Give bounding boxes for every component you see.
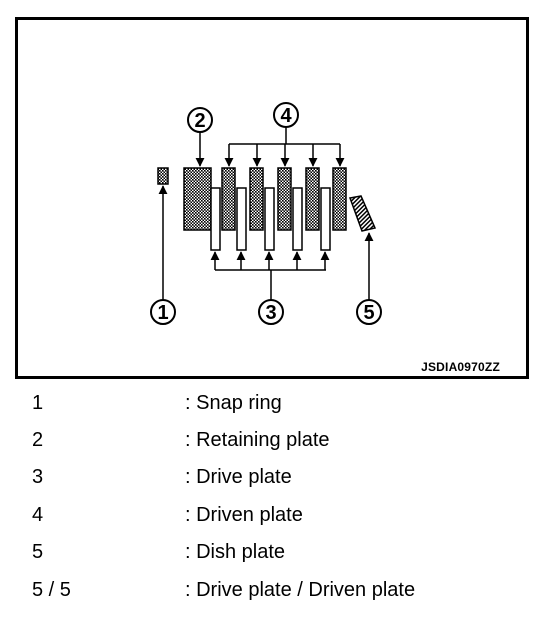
callout-5: 5 <box>356 299 382 325</box>
driven-plate <box>332 167 347 231</box>
callout-4: 4 <box>273 102 299 128</box>
dish-plate <box>348 195 377 232</box>
drive-plate <box>292 187 303 251</box>
svg-text:4: 4 <box>280 105 292 127</box>
legend-row: 3 : Drive plate <box>0 464 560 490</box>
legend-row: 5 : Dish plate <box>0 539 560 565</box>
svg-text:1: 1 <box>157 302 168 324</box>
legend-number: 3 <box>32 466 44 488</box>
retaining-plate <box>183 167 212 231</box>
clutch-pack-diagram: 1 2 3 4 5 <box>150 102 382 325</box>
svg-text:3: 3 <box>265 302 276 324</box>
legend-number: 5 <box>32 541 44 563</box>
legend-number: 1 <box>32 392 44 414</box>
legend-row: 5 / 5 : Drive plate / Driven plate <box>0 577 560 603</box>
drive-plate <box>210 187 221 251</box>
figure-frame: 1 2 3 4 5 JSDIA0970ZZ <box>15 17 529 379</box>
driven-plate <box>249 167 264 231</box>
drive-plate <box>320 187 331 251</box>
callout-1: 1 <box>150 299 176 325</box>
callout-3: 3 <box>258 299 284 325</box>
legend-number: 5 / 5 <box>32 579 71 601</box>
drive-plate <box>264 187 275 251</box>
figure-id: JSDIA0970ZZ <box>421 360 500 374</box>
legend-row: 4 : Driven plate <box>0 502 560 528</box>
driven-plate <box>221 167 236 231</box>
legend-number: 4 <box>32 504 44 526</box>
legend-description: : Driven plate <box>185 504 303 526</box>
driven-plate <box>277 167 292 231</box>
driven-plate <box>305 167 320 231</box>
legend-description: : Dish plate <box>185 541 286 563</box>
legend-description: : Drive plate <box>185 466 292 488</box>
callout-2: 2 <box>187 107 213 133</box>
drive-plate <box>236 187 247 251</box>
svg-text:5: 5 <box>363 302 374 324</box>
legend-row: 2 : Retaining plate <box>0 427 560 453</box>
legend-description: : Drive plate / Driven plate <box>185 579 416 601</box>
legend-description: : Retaining plate <box>185 429 330 451</box>
svg-text:2: 2 <box>194 110 205 132</box>
legend-number: 2 <box>32 429 44 451</box>
legend-description: : Snap ring <box>185 392 282 414</box>
legend-row: 1 : Snap ring <box>0 390 560 416</box>
snap-ring <box>157 167 169 185</box>
